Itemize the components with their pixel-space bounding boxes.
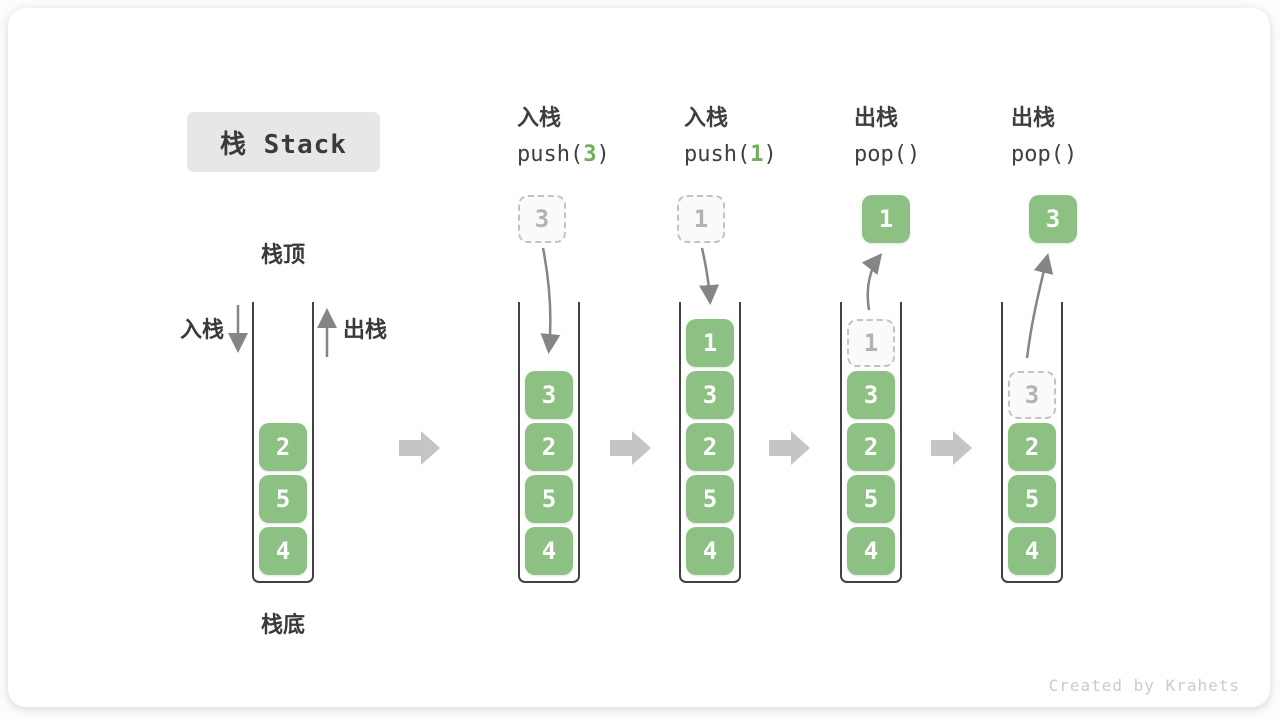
code-pre: pop( — [854, 142, 907, 167]
stack-top-label: 栈顶 — [260, 243, 305, 268]
operation-header-stack-after-pop-3: 出栈 pop() — [1011, 106, 1077, 168]
code-pre: push( — [517, 142, 584, 167]
stack-element-stack-after-pop-1-row3: 5 — [847, 475, 895, 523]
operation-code-label: push(3) — [517, 142, 610, 168]
stack-bottom-label: 栈底 — [260, 613, 305, 638]
stack-element-stack-after-push-1-row1: 3 — [686, 371, 734, 419]
stack-element-stack-after-push-3-row2: 2 — [525, 423, 573, 471]
stack-element-stack-after-pop-3-row4: 4 — [1008, 527, 1056, 575]
code-pre: pop( — [1011, 142, 1064, 167]
operation-name-label: 出栈 — [854, 106, 899, 131]
diagram-title-text: 栈 Stack — [220, 129, 347, 160]
stack-element-stack-after-pop-1-row1: 3 — [847, 371, 895, 419]
stack-element-initial-stack-row3: 5 — [259, 475, 307, 523]
stack-element-stack-after-pop-1-row0: 1 — [847, 319, 895, 367]
operation-header-stack-after-push-3: 入栈 push(3) — [517, 106, 610, 168]
code-pre: push( — [684, 142, 751, 167]
operation-code-label: pop() — [1011, 142, 1077, 168]
code-argument: 3 — [583, 142, 597, 167]
stack-element-initial-stack-row4: 4 — [259, 527, 307, 575]
stack-element-stack-after-push-1-row3: 5 — [686, 475, 734, 523]
operation-header-stack-after-push-1: 入栈 push(1) — [684, 106, 777, 168]
stack-element-stack-after-push-1-row4: 4 — [686, 527, 734, 575]
stack-element-stack-after-pop-1-row2: 2 — [847, 423, 895, 471]
operation-code-label: push(1) — [684, 142, 777, 168]
stack-element-stack-after-pop-1-row4: 4 — [847, 527, 895, 575]
code-post: ) — [763, 142, 777, 167]
stack-element-floating-stack-after-pop-1: 1 — [862, 195, 910, 243]
diagram-title: 栈 Stack — [187, 112, 380, 172]
code-post: ) — [596, 142, 610, 167]
stack-element-floating-stack-after-push-1: 1 — [677, 195, 725, 243]
push-side-label: 入栈 — [180, 318, 225, 343]
watermark: Created by Krahets — [1048, 676, 1240, 695]
operation-name-label: 出栈 — [1011, 106, 1056, 131]
stack-element-stack-after-push-1-row0: 1 — [686, 319, 734, 367]
stack-element-stack-after-push-3-row3: 5 — [525, 475, 573, 523]
stack-element-stack-after-push-1-row2: 2 — [686, 423, 734, 471]
operation-name-label: 入栈 — [517, 106, 562, 131]
stack-element-floating-stack-after-push-3: 3 — [518, 195, 566, 243]
operation-name-label: 入栈 — [684, 106, 729, 131]
stack-element-stack-after-push-3-row1: 3 — [525, 371, 573, 419]
stack-element-stack-after-pop-3-row1: 3 — [1008, 371, 1056, 419]
code-post: ) — [1063, 142, 1078, 167]
operation-code-label: pop() — [854, 142, 920, 168]
stack-element-stack-after-push-3-row4: 4 — [525, 527, 573, 575]
pop-side-label: 出栈 — [343, 318, 388, 343]
stack-element-stack-after-pop-3-row3: 5 — [1008, 475, 1056, 523]
operation-header-stack-after-pop-1: 出栈 pop() — [854, 106, 920, 168]
stack-element-stack-after-pop-3-row2: 2 — [1008, 423, 1056, 471]
stack-element-floating-stack-after-pop-3: 3 — [1029, 195, 1077, 243]
stack-element-initial-stack-row2: 2 — [259, 423, 307, 471]
code-argument: 1 — [750, 142, 764, 167]
code-post: ) — [906, 142, 921, 167]
